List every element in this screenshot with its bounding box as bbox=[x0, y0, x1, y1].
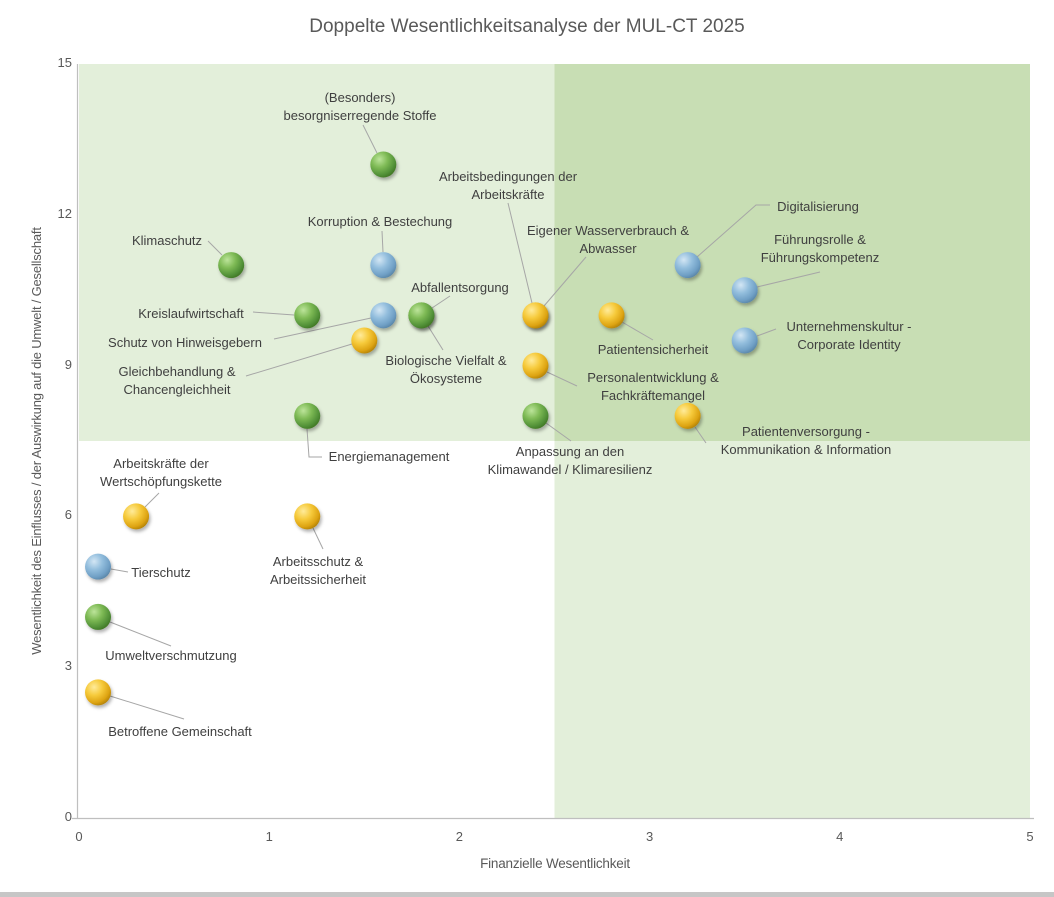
y-tick-3: 3 bbox=[64, 658, 72, 674]
label-wasserverbrauch: Eigener Wasserverbrauch &Abwasser bbox=[526, 223, 690, 256]
leader-kreislaufwirtschaft bbox=[252, 311, 295, 316]
leader-anpassung-klimawandel bbox=[545, 422, 572, 442]
label-fuehrungsrolle: Führungsrolle &Führungskompetenz bbox=[760, 232, 880, 265]
label-unternehmenskultur: Unternehmenskultur -Corporate Identity bbox=[786, 319, 912, 352]
label-digitalisierung: Digitalisierung bbox=[777, 199, 859, 214]
leader-besondere-stoffe bbox=[362, 124, 378, 154]
quadrant-bottom-right bbox=[554, 441, 1030, 818]
bubble-schutz-hinweisgeber bbox=[370, 302, 397, 329]
leader-betroffene-gemeinschaft bbox=[109, 695, 185, 720]
label-patientensicherheit: Patientensicherheit bbox=[597, 342, 709, 357]
label-patientenversorgung: Patientenversorgung -Kommunikation & Inf… bbox=[720, 424, 892, 457]
bubble-unternehmenskultur bbox=[731, 327, 758, 354]
x-tick-2: 2 bbox=[455, 829, 464, 844]
bubble-besondere-stoffe bbox=[370, 151, 397, 178]
leader-digitalisierung bbox=[696, 204, 770, 258]
leader-abfallentsorgung bbox=[431, 295, 451, 309]
label-abfallentsorgung: Abfallentsorgung bbox=[411, 280, 509, 295]
bubble-digitalisierung bbox=[674, 252, 701, 279]
label-tierschutz: Tierschutz bbox=[131, 565, 191, 580]
x-tick-5: 5 bbox=[1026, 829, 1034, 844]
bubble-korruption-bestechung bbox=[370, 252, 397, 279]
x-tick-4: 4 bbox=[836, 829, 844, 844]
bubble-arbeitskraefte-wertschoepfungskette bbox=[123, 503, 150, 530]
bubble-wasserverbrauch bbox=[522, 302, 549, 329]
window-bottom-edge bbox=[0, 892, 1054, 897]
y-tick-12: 12 bbox=[57, 205, 72, 221]
leader-personalentwicklung bbox=[546, 371, 578, 387]
y-tick-0: 0 bbox=[64, 809, 72, 824]
leader-arbeitsbedingungen bbox=[507, 202, 533, 304]
leader-arbeitskraefte-wertschoepfungskette bbox=[144, 492, 160, 508]
bubble-biologische-vielfalt bbox=[408, 302, 435, 329]
leader-energiemanagement bbox=[306, 428, 322, 458]
label-schutz-hinweisgeber: Schutz von Hinweisgebern bbox=[108, 335, 262, 350]
label-arbeitsschutz: Arbeitsschutz &Arbeitssicherheit bbox=[269, 554, 367, 587]
x-axis-title: Finanzielle Wesentlichkeit bbox=[480, 856, 630, 871]
leader-korruption-bestechung bbox=[381, 230, 384, 253]
bubble-klimaschutz bbox=[218, 252, 245, 279]
bubble-tierschutz bbox=[85, 553, 112, 580]
leader-schutz-hinweisgeber bbox=[273, 317, 372, 340]
leader-unternehmenskultur bbox=[756, 328, 777, 337]
quadrant-top-left bbox=[79, 64, 555, 441]
bubble-patientensicherheit bbox=[598, 302, 625, 329]
label-umweltverschmutzung: Umweltverschmutzung bbox=[105, 648, 237, 663]
leader-gleichbehandlung bbox=[245, 343, 353, 377]
y-tick-15: 15 bbox=[57, 55, 72, 70]
leader-umweltverschmutzung bbox=[109, 621, 172, 647]
label-personalentwicklung: Personalentwicklung &Fachkräftemangel bbox=[587, 370, 719, 403]
label-kreislaufwirtschaft: Kreislaufwirtschaft bbox=[138, 306, 244, 321]
label-klimaschutz: Klimaschutz bbox=[131, 233, 203, 248]
leader-wasserverbrauch bbox=[543, 256, 587, 307]
label-gleichbehandlung: Gleichbehandlung &Chancengleichheit bbox=[118, 364, 236, 397]
x-tick-3: 3 bbox=[645, 829, 654, 844]
leader-tierschutz bbox=[110, 568, 129, 573]
bubble-betroffene-gemeinschaft bbox=[85, 679, 112, 706]
bubble-umweltverschmutzung bbox=[85, 603, 112, 630]
leader-patientenversorgung bbox=[694, 426, 707, 444]
chart-title: Doppelte Wesentlichkeitsanalyse der MUL-… bbox=[309, 16, 745, 37]
label-korruption-bestechung: Korruption & Bestechung bbox=[307, 214, 453, 229]
leader-klimaschutz bbox=[207, 240, 223, 256]
leader-patientensicherheit bbox=[621, 321, 654, 341]
bubble-gleichbehandlung bbox=[351, 327, 378, 354]
leader-arbeitsschutz bbox=[312, 527, 324, 550]
leader-biologische-vielfalt bbox=[427, 325, 444, 351]
y-tick-6: 6 bbox=[64, 507, 72, 523]
bubble-personalentwicklung bbox=[522, 352, 549, 379]
bubble-kreislaufwirtschaft bbox=[294, 302, 321, 329]
bubble-patientenversorgung bbox=[674, 402, 701, 429]
y-axis-title: Wesentlichkeit des Einflusses / der Ausw… bbox=[29, 227, 44, 655]
y-tick-9: 9 bbox=[64, 356, 72, 372]
label-energiemanagement: Energiemanagement bbox=[328, 449, 450, 464]
x-tick-1: 1 bbox=[265, 829, 273, 844]
bubble-arbeitsschutz bbox=[294, 503, 321, 530]
label-biologische-vielfalt: Biologische Vielfalt &Ökosysteme bbox=[385, 353, 507, 386]
x-tick-0: 0 bbox=[75, 829, 83, 844]
leader-fuehrungsrolle bbox=[756, 271, 821, 288]
label-betroffene-gemeinschaft: Betroffene Gemeinschaft bbox=[108, 724, 252, 739]
bubble-fuehrungsrolle bbox=[731, 277, 758, 304]
label-besondere-stoffe: (Besonders)besorgniserregende Stoffe bbox=[283, 90, 437, 123]
bubble-anpassung-klimawandel bbox=[522, 402, 549, 429]
quadrant-top-right bbox=[554, 64, 1030, 441]
bubble-energiemanagement bbox=[294, 402, 321, 429]
